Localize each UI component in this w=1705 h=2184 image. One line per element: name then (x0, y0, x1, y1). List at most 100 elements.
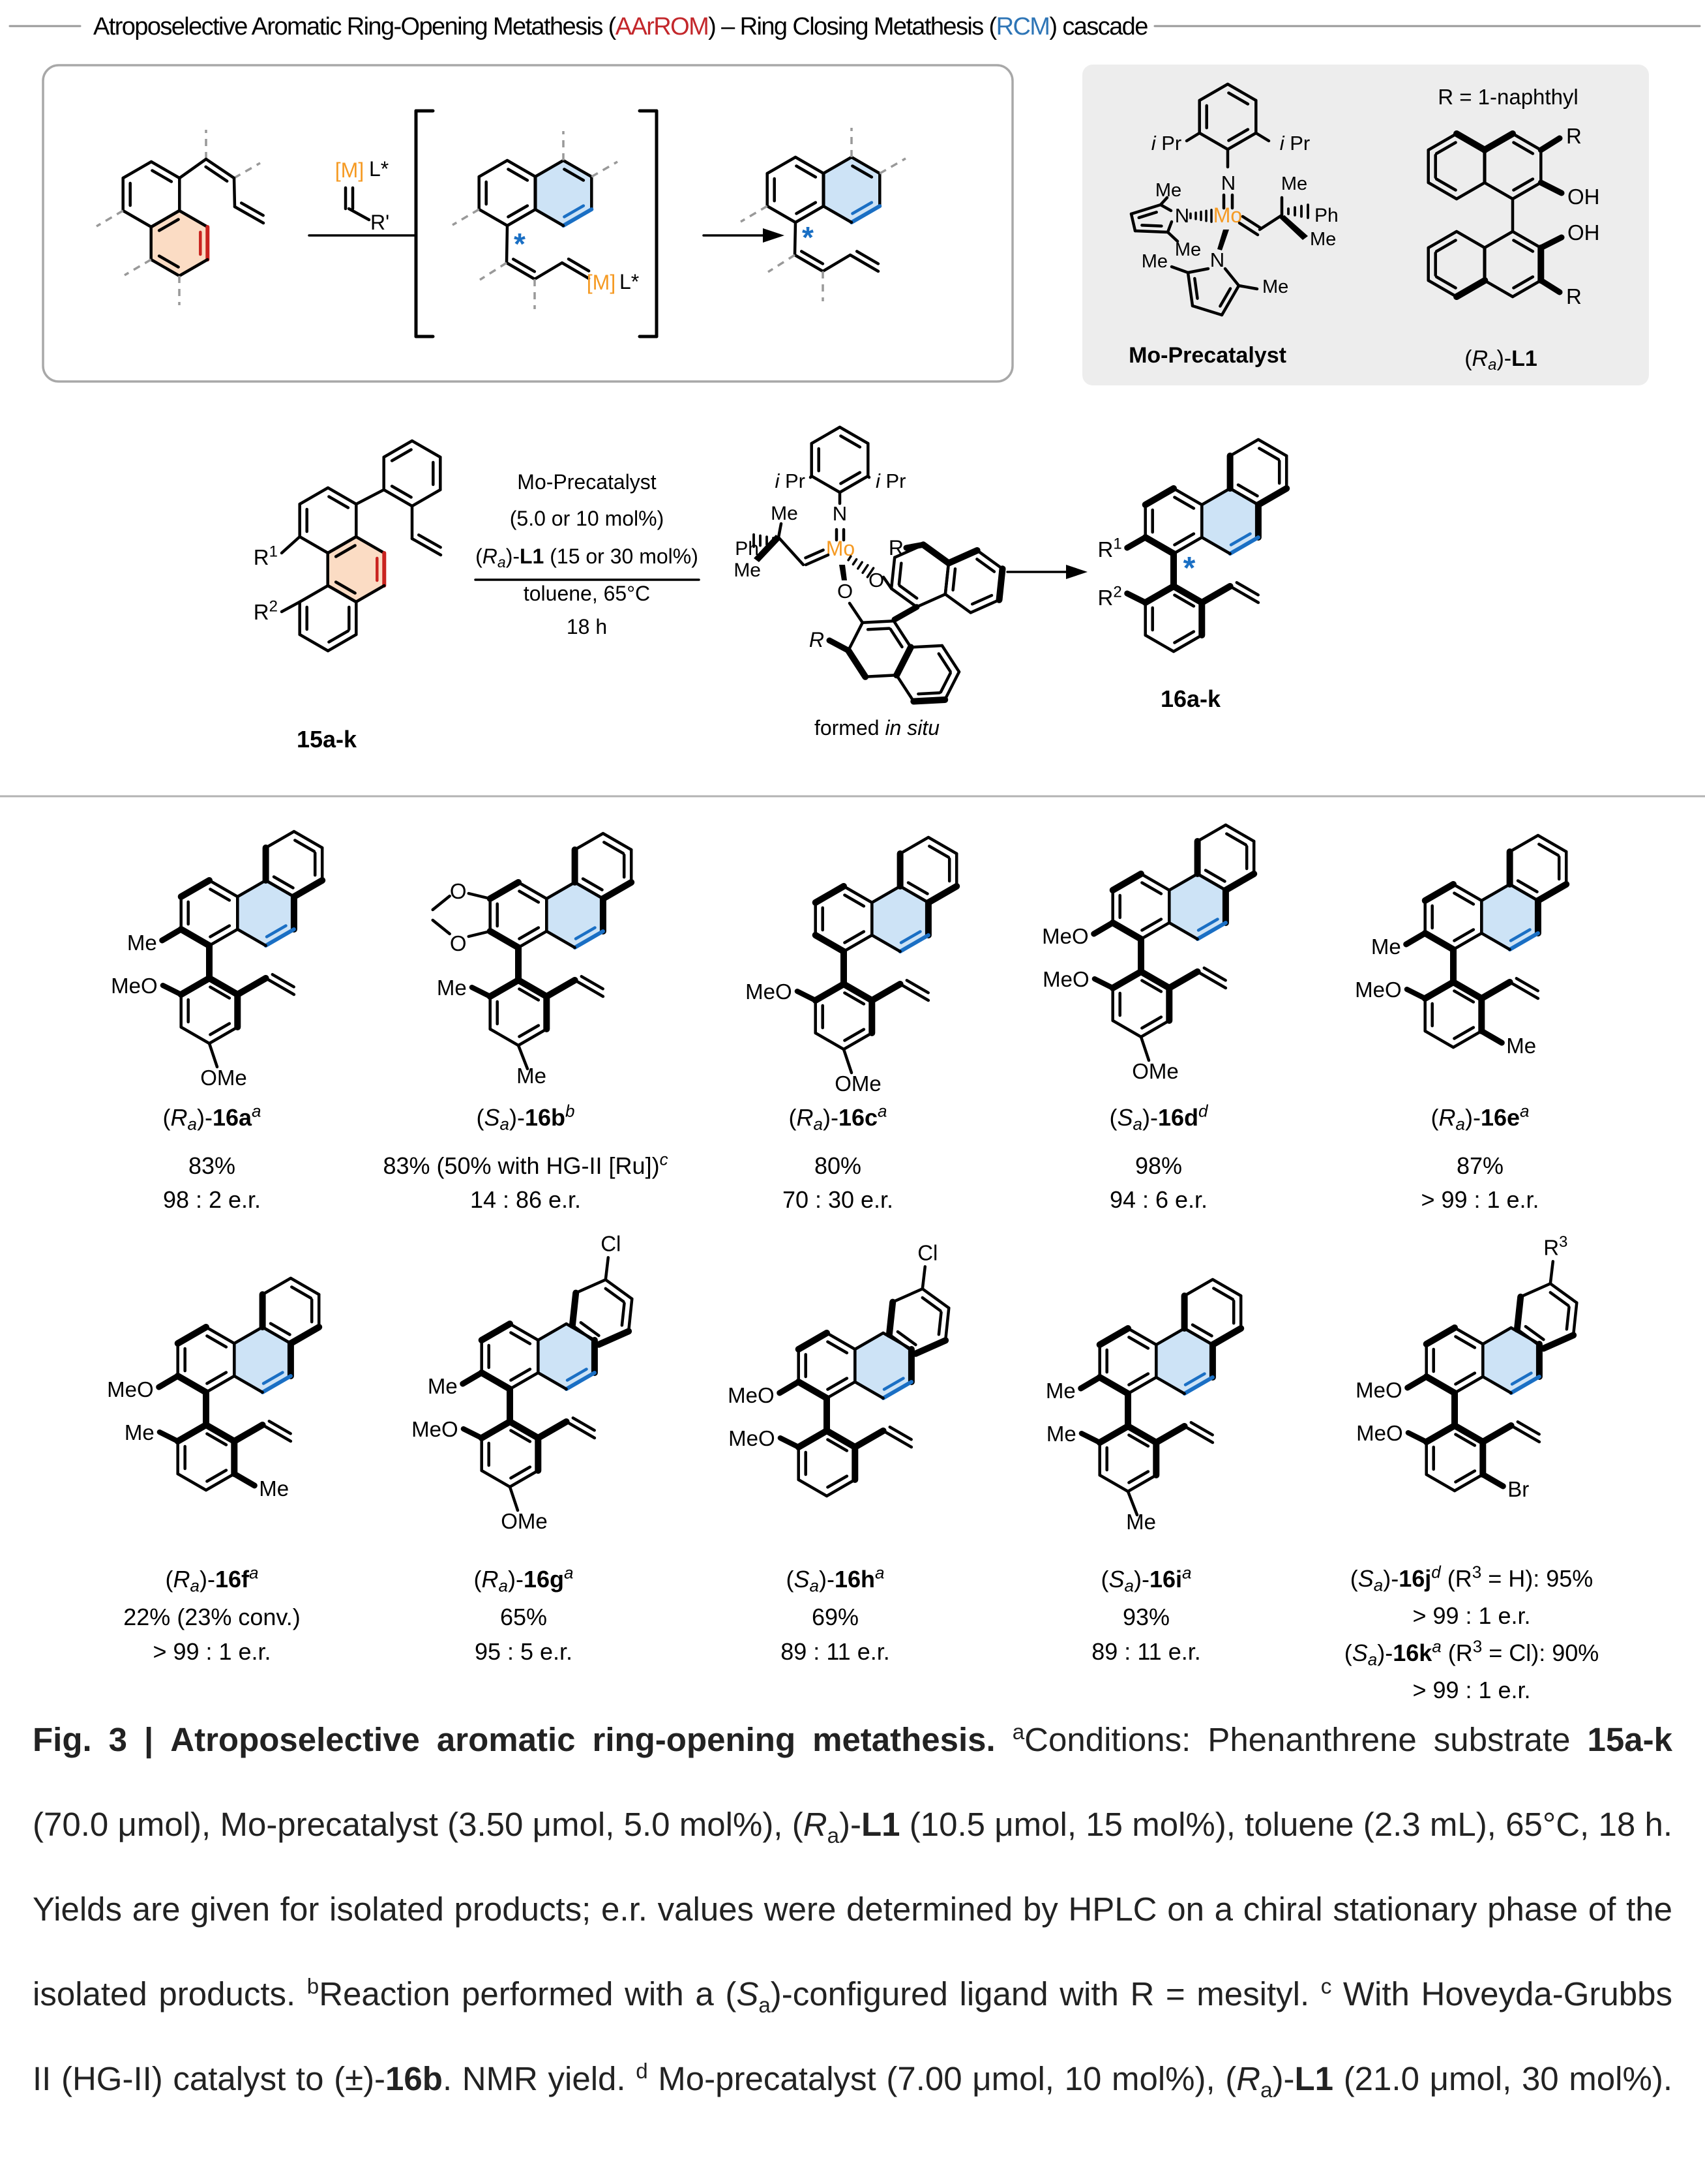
svg-text:MeO: MeO (745, 980, 792, 1004)
svg-text:MeO: MeO (1042, 924, 1089, 948)
svg-text:(Sa)-16bb: (Sa)-16bb (477, 1101, 575, 1133)
svg-text:Me: Me (1046, 1422, 1076, 1446)
svg-text:[M]: [M] (335, 158, 364, 182)
svg-text:Me: Me (1175, 239, 1201, 260)
svg-text:98%: 98% (1135, 1152, 1182, 1179)
svg-text:(5.0 or 10 mol%): (5.0 or 10 mol%) (510, 507, 664, 530)
svg-text:98 : 2 e.r.: 98 : 2 e.r. (163, 1186, 261, 1213)
svg-text:(Ra)-16ca: (Ra)-16ca (789, 1101, 887, 1133)
svg-text:Me: Me (516, 1064, 546, 1088)
svg-text:Br: Br (1507, 1477, 1529, 1501)
svg-text:89 : 11 e.r.: 89 : 11 e.r. (780, 1638, 889, 1665)
svg-text:Mo-Precatalyst: Mo-Precatalyst (1129, 343, 1286, 368)
svg-text:R1: R1 (254, 543, 278, 570)
svg-text:O: O (450, 879, 467, 903)
svg-text:L*: L* (369, 157, 389, 181)
svg-text:> 99 : 1 e.r.: > 99 : 1 e.r. (1412, 1602, 1530, 1629)
svg-text:R3: R3 (1543, 1233, 1567, 1260)
svg-text:> 99 : 1 e.r.: > 99 : 1 e.r. (1421, 1186, 1539, 1213)
svg-text:toluene, 65°C: toluene, 65°C (524, 582, 650, 605)
svg-text:L*: L* (619, 270, 639, 293)
svg-text:R2: R2 (254, 598, 278, 625)
svg-text:Me: Me (428, 1374, 458, 1398)
svg-text:93%: 93% (1123, 1604, 1170, 1630)
svg-text:83% (50% with HG-II [Ru])c: 83% (50% with HG-II [Ru])c (383, 1149, 668, 1179)
svg-text:Me: Me (1371, 935, 1401, 959)
svg-text:65%: 65% (500, 1604, 547, 1630)
svg-text:22% (23% conv.): 22% (23% conv.) (123, 1604, 300, 1630)
svg-text:N: N (1221, 172, 1236, 194)
svg-text:69%: 69% (812, 1604, 859, 1630)
svg-text:[M]: [M] (587, 271, 615, 294)
svg-text:MeO: MeO (107, 1377, 154, 1401)
svg-text:Mo-Precatalyst: Mo-Precatalyst (517, 470, 657, 494)
svg-text:Me: Me (125, 1420, 155, 1444)
svg-text:Cl: Cl (600, 1231, 621, 1255)
svg-text:18 h: 18 h (567, 615, 607, 638)
svg-text:(Ra)-L1 (15 or 30 mol%): (Ra)-L1 (15 or 30 mol%) (475, 545, 698, 571)
svg-text:MeO: MeO (411, 1417, 458, 1441)
svg-text:i Pr: i Pr (1151, 132, 1182, 155)
svg-text:OMe: OMe (501, 1509, 548, 1533)
svg-text:Me: Me (1155, 180, 1181, 201)
svg-text:R = 1-naphthyl: R = 1-naphthyl (1438, 85, 1579, 109)
svg-text:87%: 87% (1457, 1152, 1504, 1179)
svg-text:OMe: OMe (835, 1071, 882, 1096)
svg-text:Me: Me (734, 560, 761, 581)
svg-text:i Pr: i Pr (1280, 132, 1311, 155)
svg-text:O: O (868, 569, 884, 591)
svg-text:89 : 11 e.r.: 89 : 11 e.r. (1091, 1638, 1200, 1665)
svg-text:Me: Me (437, 976, 467, 1000)
svg-text:*: * (1183, 551, 1196, 586)
svg-text:R1: R1 (1097, 535, 1121, 562)
svg-text:O: O (450, 931, 467, 955)
svg-text:OH: OH (1567, 220, 1600, 245)
svg-text:80%: 80% (814, 1152, 861, 1179)
svg-text:MeO: MeO (1356, 1421, 1403, 1445)
svg-text:Me: Me (1126, 1510, 1156, 1534)
svg-text:MeO: MeO (111, 974, 158, 998)
svg-text:(Ra)-16ga: (Ra)-16ga (474, 1563, 574, 1595)
svg-text:Me: Me (1262, 277, 1288, 297)
svg-text:16a-k: 16a-k (1161, 685, 1221, 712)
svg-text:R: R (809, 628, 824, 651)
svg-text:95 : 5 e.r.: 95 : 5 e.r. (475, 1638, 572, 1665)
svg-text:R: R (1566, 284, 1582, 308)
svg-text:(Sa)-16ia: (Sa)-16ia (1101, 1563, 1192, 1595)
svg-text:Me: Me (1046, 1379, 1076, 1403)
svg-text:OMe: OMe (200, 1066, 247, 1090)
svg-text:> 99 : 1 e.r.: > 99 : 1 e.r. (1412, 1677, 1530, 1703)
svg-text:> 99 : 1 e.r.: > 99 : 1 e.r. (153, 1638, 271, 1665)
svg-text:R': R' (370, 211, 389, 234)
svg-text:15a-k: 15a-k (297, 726, 357, 753)
svg-text:Me: Me (1281, 173, 1307, 194)
svg-text:Cl: Cl (917, 1240, 938, 1264)
svg-text:formed in situ: formed in situ (814, 716, 940, 740)
svg-text:Me: Me (771, 503, 798, 524)
svg-text:MeO: MeO (728, 1383, 775, 1407)
svg-text:70 : 30 e.r.: 70 : 30 e.r. (782, 1186, 893, 1213)
svg-text:Atroposelective Aromatic Ring-: Atroposelective Aromatic Ring-Opening Me… (93, 13, 1148, 40)
svg-text:R: R (1566, 124, 1582, 148)
svg-text:R: R (889, 536, 904, 560)
svg-text:i Pr: i Pr (876, 470, 906, 492)
svg-text:N: N (1175, 204, 1189, 227)
svg-text:Me: Me (259, 1476, 289, 1501)
svg-text:(Sa)-16jd (R3 = H): 95%: (Sa)-16jd (R3 = H): 95% (1350, 1562, 1594, 1594)
svg-text:N: N (833, 502, 847, 525)
svg-text:(Sa)-16dd: (Sa)-16dd (1110, 1101, 1209, 1133)
svg-text:(Ra)-16aa: (Ra)-16aa (163, 1101, 261, 1133)
svg-text:Ph: Ph (1314, 205, 1339, 226)
svg-text:(Sa)-16ka (R3 = Cl): 90%: (Sa)-16ka (R3 = Cl): 90% (1344, 1636, 1599, 1669)
svg-text:(Sa)-16ha: (Sa)-16ha (786, 1563, 885, 1595)
svg-text:Me: Me (127, 931, 157, 955)
svg-text:MeO: MeO (728, 1426, 775, 1450)
svg-text:N: N (1210, 248, 1224, 271)
svg-text:OMe: OMe (1132, 1059, 1179, 1083)
svg-text:*: * (514, 227, 526, 261)
svg-text:*: * (802, 220, 814, 254)
svg-text:MeO: MeO (1355, 978, 1402, 1002)
svg-text:(Ra)-L1: (Ra)-L1 (1464, 346, 1537, 374)
svg-text:i Pr: i Pr (775, 470, 806, 492)
svg-text:Me: Me (1310, 229, 1336, 250)
